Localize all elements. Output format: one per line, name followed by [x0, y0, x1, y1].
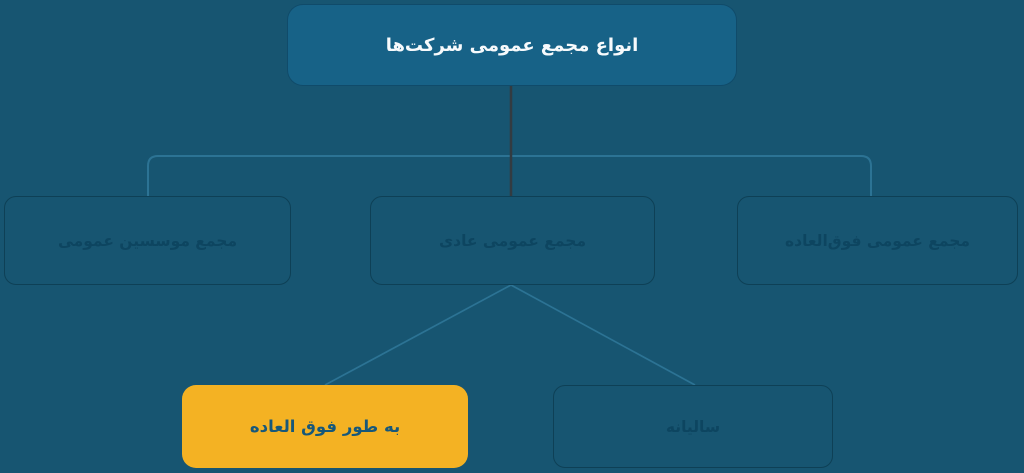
node-root: انواع مجمع عمومی شرکت‌ها	[287, 4, 737, 86]
connector-ordinary-left	[324, 284, 512, 386]
node-extraordinary-session: به طور فوق العاده	[182, 385, 468, 468]
node-extraordinary-label: مجمع عمومی فوق‌العاده	[784, 231, 971, 250]
node-founders-label: مجمع موسسین عمومی	[57, 231, 238, 250]
node-ordinary-assembly: مجمع عمومی عادی	[370, 196, 655, 285]
node-ordinary-label: مجمع عمومی عادی	[438, 231, 587, 250]
node-annual-session-label: سالیانه	[665, 417, 721, 436]
node-founders-assembly: مجمع موسسین عمومی	[4, 196, 291, 285]
node-annual-session: سالیانه	[553, 385, 833, 468]
node-root-label: انواع مجمع عمومی شرکت‌ها	[385, 34, 639, 56]
node-extraordinary-session-label: به طور فوق العاده	[249, 417, 401, 436]
node-extraordinary-assembly: مجمع عمومی فوق‌العاده	[737, 196, 1018, 285]
connector-bracket	[147, 155, 872, 196]
connector-ordinary-right	[510, 284, 696, 386]
